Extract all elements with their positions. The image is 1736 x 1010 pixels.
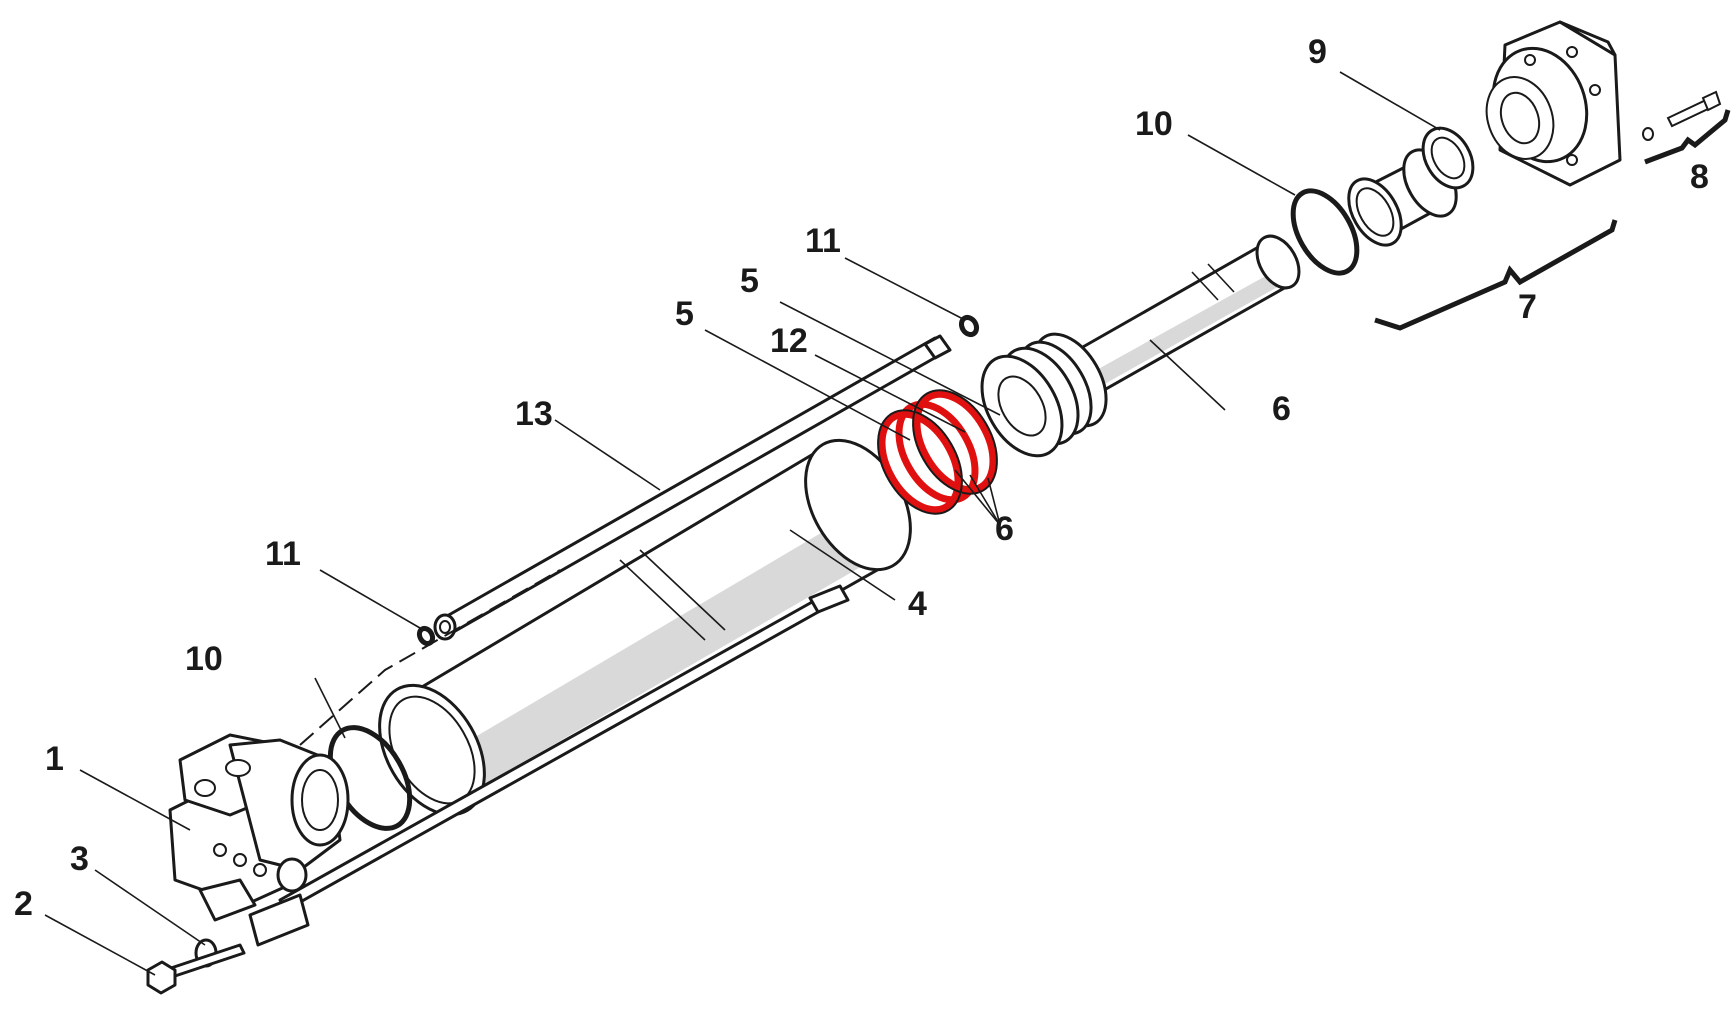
label-1: 1 [45,740,64,778]
centre-line [299,569,561,746]
label-13: 13 [515,395,553,433]
seal-ring-1 [878,410,962,514]
bushing [1347,148,1458,247]
part-9-wiper-seal [1421,126,1475,190]
label-2: 2 [14,885,33,923]
label-11-mid: 11 [265,535,301,573]
part-10-oring-head [1290,188,1360,276]
leader-lines [44,71,1441,976]
label-5a: 5 [740,262,759,300]
brace-8 [1644,109,1731,165]
label-12: 12 [770,322,808,360]
label-10-base: 10 [185,640,223,678]
label-11-top: 11 [805,222,841,260]
label-7: 7 [1518,288,1537,326]
brace-7 [1374,219,1618,331]
label-3: 3 [70,840,89,878]
label-9: 9 [1308,33,1327,71]
seal-ring-2 [895,400,979,504]
label-10-head: 10 [1135,105,1173,143]
part-6-piston-rod [980,234,1301,458]
label-4: 4 [908,585,927,623]
part-13-tube [433,334,952,641]
part-4-barrel [378,438,912,817]
part-11-oring-mid [416,625,436,647]
part-1-base-block [168,733,350,947]
label-6-rod: 6 [1272,390,1291,428]
label-5b: 5 [675,295,694,333]
label-6-seals: 6 [995,510,1014,548]
part-labels: 1 2 3 4 5 5 6 6 7 8 9 10 10 11 11 12 13 [14,33,1709,923]
seal-ring-3 [913,390,997,494]
gland-head [1485,20,1622,187]
label-8: 8 [1690,158,1709,196]
part-8-screw [1642,90,1722,141]
seal-ring-set [877,389,998,515]
part-11-oring-top [958,314,980,338]
part-2-bolt [146,943,246,995]
